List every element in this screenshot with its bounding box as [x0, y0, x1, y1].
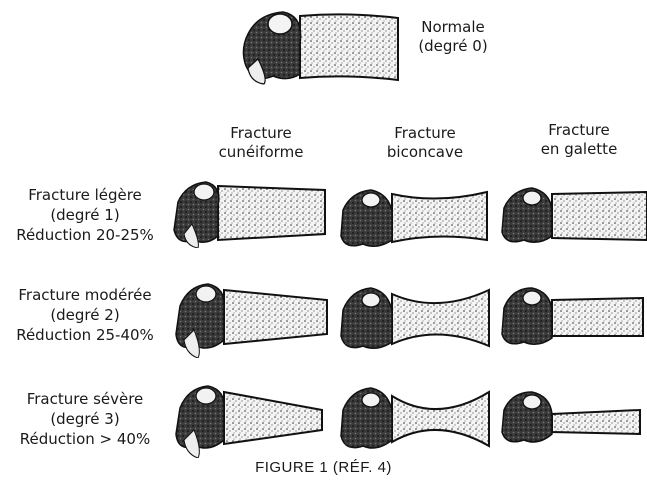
vertebra-wedge-grade2: [172, 278, 330, 358]
row-label-moderate: Fracture modérée (degré 2) Réduction 25-…: [0, 286, 170, 345]
row-label-moderate-line3: Réduction 25-40%: [0, 326, 170, 346]
column-header-wedge: Fracture cunéiforme: [196, 124, 326, 162]
column-header-biconcave: Fracture biconcave: [360, 124, 490, 162]
row-label-severe-line2: (degré 3): [0, 410, 170, 430]
figure-caption: FIGURE 1 (RÉF. 4): [0, 459, 647, 476]
vertebra-crush-grade1: [500, 180, 647, 250]
column-header-biconcave-line1: Fracture: [360, 124, 490, 143]
row-label-moderate-line2: (degré 2): [0, 306, 170, 326]
row-label-severe-line3: Réduction > 40%: [0, 430, 170, 450]
row-label-severe-line1: Fracture sévère: [0, 390, 170, 410]
vertebra-biconcave-grade3: [337, 380, 495, 456]
vertebra-wedge-grade3: [172, 380, 330, 458]
vertebra-normal-illustration: [238, 4, 403, 86]
vertebra-biconcave-grade1: [337, 182, 495, 252]
column-header-crush: Fracture en galette: [514, 121, 644, 159]
row-label-mild-line3: Réduction 20-25%: [0, 226, 170, 246]
normal-label-line1: Normale: [398, 18, 508, 37]
normal-label: Normale (degré 0): [398, 18, 508, 56]
row-label-mild-line1: Fracture légère: [0, 186, 170, 206]
row-label-severe: Fracture sévère (degré 3) Réduction > 40…: [0, 390, 170, 449]
vertebra-crush-grade3: [500, 384, 647, 452]
normal-label-line2: (degré 0): [398, 37, 508, 56]
column-header-biconcave-line2: biconcave: [360, 143, 490, 162]
row-label-mild: Fracture légère (degré 1) Réduction 20-2…: [0, 186, 170, 245]
column-header-crush-line2: en galette: [514, 140, 644, 159]
vertebra-wedge-grade1: [170, 176, 330, 248]
column-header-wedge-line2: cunéiforme: [196, 143, 326, 162]
column-header-wedge-line1: Fracture: [196, 124, 326, 143]
vertebra-biconcave-grade2: [337, 280, 495, 356]
row-label-mild-line2: (degré 1): [0, 206, 170, 226]
column-header-crush-line1: Fracture: [514, 121, 644, 140]
row-label-moderate-line1: Fracture modérée: [0, 286, 170, 306]
vertebra-crush-grade2: [500, 280, 647, 352]
